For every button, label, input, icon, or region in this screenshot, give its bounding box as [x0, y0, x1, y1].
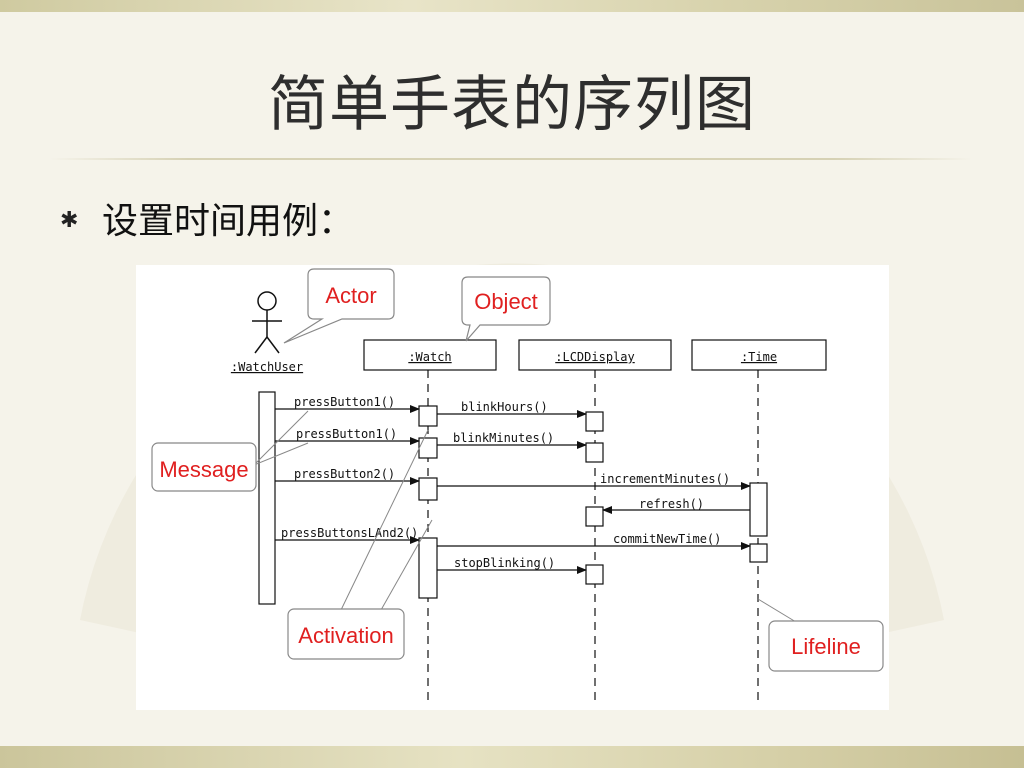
callout-object: Object [461, 276, 551, 342]
callout-lifeline: Lifeline [768, 620, 884, 672]
activation-pointer-line-1 [340, 429, 429, 611]
message-label-5: pressButton2() [294, 467, 395, 481]
object-label-lcddisplay: :LCDDisplay [555, 350, 634, 364]
callout-activation-text: Activation [298, 623, 393, 648]
lifeline-pointer-line [757, 598, 797, 623]
object-lcddisplay: :LCDDisplay [518, 339, 672, 371]
message-label-10: stopBlinking() [454, 556, 555, 570]
asterisk-bullet-icon: ✱ [60, 208, 79, 233]
message-label-8: pressButtonsLAnd2() [281, 526, 418, 540]
callout-actor-text: Actor [325, 283, 376, 308]
message-pointer-line-1 [253, 410, 309, 466]
activation-watch-4 [418, 537, 438, 599]
title-divider [50, 158, 972, 160]
message-label-3: pressButton1() [296, 427, 397, 441]
object-time: :Time [691, 339, 827, 371]
slide-title: 简单手表的序列图 [268, 70, 756, 140]
object-label-time: :Time [741, 350, 777, 364]
callout-lifeline-text: Lifeline [791, 634, 861, 659]
activation-lcd-4 [585, 564, 604, 585]
callout-actor: Actor [283, 268, 395, 344]
activation-pointer-line-2 [380, 519, 433, 611]
activation-time-2 [749, 543, 768, 563]
message-label-4: blinkMinutes() [453, 431, 554, 445]
callout-message-text: Message [159, 457, 248, 482]
callout-object-text: Object [474, 289, 538, 314]
activation-watch-2 [418, 437, 438, 459]
callout-activation: Activation [287, 608, 405, 660]
activation-actor [258, 391, 276, 605]
callout-message: Message [151, 442, 257, 492]
activation-time-1 [749, 482, 768, 537]
message-label-9: commitNewTime() [613, 532, 721, 546]
bullet-text: 设置时间用例： [102, 201, 355, 242]
sequence-diagram: :WatchUser :Watch :LCDDisplay :Time [136, 265, 889, 710]
actor-label: :WatchUser [231, 360, 303, 374]
message-label-7: refresh() [639, 497, 704, 511]
activation-lcd-1 [585, 411, 604, 432]
object-watch: :Watch [363, 339, 497, 371]
message-pointer-line-2 [253, 442, 309, 466]
activation-watch-1 [418, 405, 438, 427]
actor-figure-icon [252, 291, 282, 354]
activation-watch-3 [418, 477, 438, 501]
message-label-6: incrementMinutes() [600, 472, 730, 486]
bottom-decorative-band [0, 746, 1024, 768]
message-label-1: pressButton1() [294, 395, 395, 409]
activation-lcd-3 [585, 506, 604, 527]
top-decorative-band [0, 0, 1024, 12]
object-label-watch: :Watch [408, 350, 451, 364]
activation-lcd-2 [585, 442, 604, 463]
message-label-2: blinkHours() [461, 400, 548, 414]
